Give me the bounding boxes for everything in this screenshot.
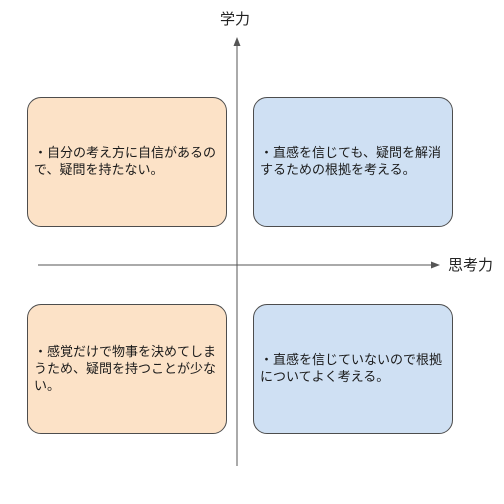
quadrant-top-right: ・直感を信じても、疑問を解消するための根拠を考える。 [253, 97, 453, 227]
quadrant-top-right-text: ・直感を信じても、疑問を解消するための根拠を考える。 [260, 146, 441, 178]
quadrant-bottom-left-text: ・感覚だけで物事を決めてしまうため、疑問を持つことが少ない。 [34, 344, 217, 394]
horizontal-axis-label: 思考力 [448, 256, 494, 274]
quadrant-top-left-text: ・自分の考え方に自信があるので、疑問を持たない。 [34, 146, 217, 178]
vertical-axis-label: 学力 [220, 10, 251, 28]
vertical-axis-arrowhead [233, 37, 241, 46]
quadrant-top-left: ・自分の考え方に自信があるので、疑問を持たない。 [27, 97, 227, 227]
quadrant-bottom-right-text: ・直感を信じていないので根拠についてよく考える。 [260, 353, 443, 385]
quadrant-bottom-right: ・直感を信じていないので根拠についてよく考える。 [253, 304, 453, 434]
quadrant-bottom-left: ・感覚だけで物事を決めてしまうため、疑問を持つことが少ない。 [27, 304, 227, 434]
horizontal-axis-arrowhead [431, 261, 440, 269]
